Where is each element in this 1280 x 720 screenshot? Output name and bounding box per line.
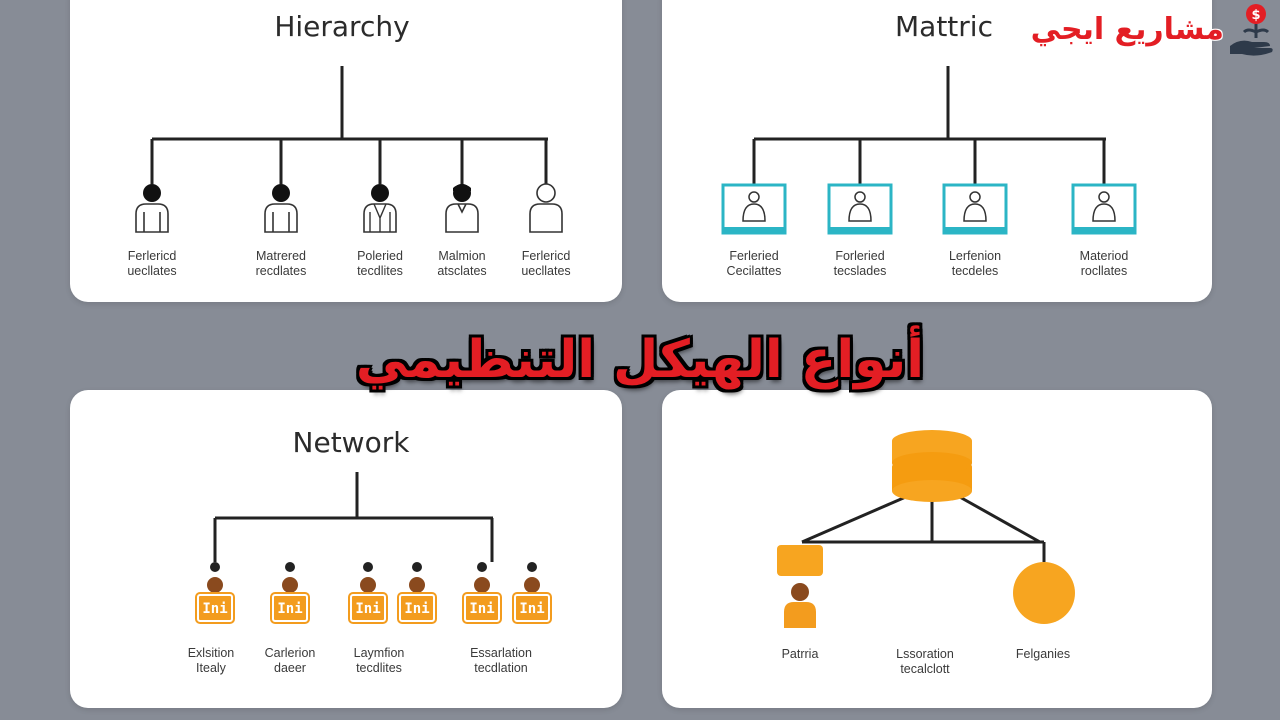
matrix-diagram bbox=[721, 66, 1137, 235]
hierarchy-title: Hierarchy bbox=[274, 10, 410, 43]
hierarchy-diagram bbox=[135, 66, 563, 233]
network-diagram bbox=[213, 472, 494, 562]
chat-person-icon bbox=[777, 545, 823, 628]
id-badge-icon: Ini bbox=[462, 592, 502, 624]
network-member: Ini bbox=[397, 562, 437, 630]
team-box-icon bbox=[827, 183, 893, 235]
network-panel: Network Ini Ini Ini Ini Ini bbox=[70, 390, 622, 708]
network-member: Ini bbox=[512, 562, 552, 630]
node-dot-icon bbox=[285, 562, 295, 572]
network-member: Ini bbox=[348, 562, 388, 630]
person-icon bbox=[445, 184, 479, 233]
id-badge-icon: Ini bbox=[348, 592, 388, 624]
brand-logo[interactable]: مشاريع ايجي $ bbox=[1026, 2, 1280, 64]
network-title: Network bbox=[292, 426, 410, 459]
team-box-icon bbox=[942, 183, 1008, 235]
person-icon bbox=[264, 184, 298, 233]
node-dot-icon bbox=[210, 562, 220, 572]
custom-structure-diagram bbox=[777, 430, 1075, 628]
coin-dollar-sign: $ bbox=[1251, 8, 1260, 23]
id-badge-icon: Ini bbox=[397, 592, 437, 624]
person-suit-icon bbox=[363, 184, 397, 233]
person-head-icon bbox=[474, 577, 490, 593]
person-head-icon bbox=[207, 577, 223, 593]
custom-label: Felganies bbox=[1015, 647, 1071, 661]
person-head-icon bbox=[524, 577, 540, 593]
person-icon bbox=[135, 184, 169, 233]
node-dot-icon bbox=[412, 562, 422, 572]
database-icon bbox=[892, 430, 972, 502]
node-dot-icon bbox=[477, 562, 487, 572]
circle-node-icon bbox=[1013, 562, 1075, 624]
person-head-icon bbox=[409, 577, 425, 593]
logo-text: مشاريع ايجي bbox=[1030, 12, 1224, 47]
id-badge-icon: Ini bbox=[512, 592, 552, 624]
team-box-icon bbox=[721, 183, 787, 235]
network-member: Ini bbox=[270, 562, 310, 630]
id-badge-icon: Ini bbox=[270, 592, 310, 624]
hand-coin-icon: $ bbox=[1230, 4, 1273, 56]
node-dot-icon bbox=[527, 562, 537, 572]
custom-label: Patrria bbox=[781, 647, 819, 661]
network-nodes: Ini Ini Ini Ini Ini Ini bbox=[70, 390, 622, 708]
person-outline-icon bbox=[529, 183, 563, 233]
id-badge-icon: Ini bbox=[195, 592, 235, 624]
matrix-title: Mattric bbox=[895, 10, 993, 43]
team-box-icon bbox=[1071, 183, 1137, 235]
main-title: أنواع الهيكل التنظيمي bbox=[355, 330, 925, 390]
network-member: Ini bbox=[462, 562, 502, 630]
person-head-icon bbox=[360, 577, 376, 593]
network-member: Ini bbox=[195, 562, 235, 630]
person-head-icon bbox=[282, 577, 298, 593]
node-dot-icon bbox=[363, 562, 373, 572]
